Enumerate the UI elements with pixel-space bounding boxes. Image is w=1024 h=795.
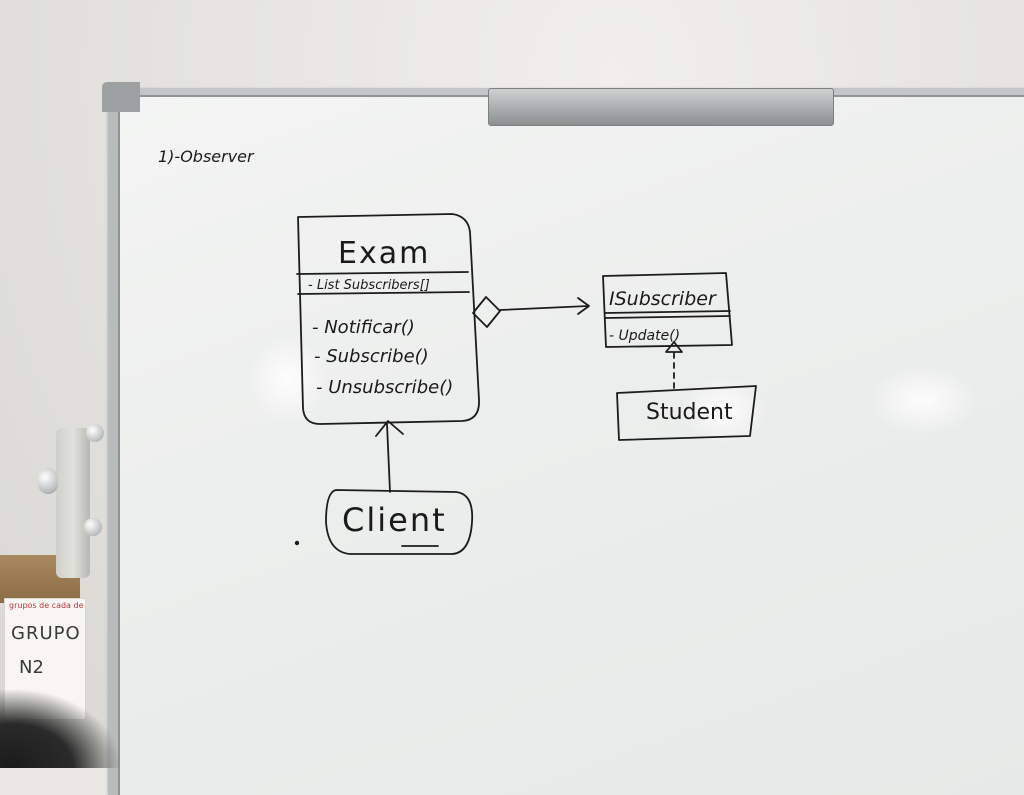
paper-line-1: GRUPO [11,623,81,644]
divider-line [296,271,469,275]
mount-bracket [56,428,90,578]
whiteboard [108,88,1024,795]
subscriber-interface-box [602,272,733,348]
mount-knob [84,518,102,536]
client-box [325,489,474,555]
interface-name: ISubscriber [609,288,717,310]
student-label: Student [646,400,733,425]
ink-dot [294,540,300,546]
light-glare [248,335,328,425]
diagram-heading: 1)-Observer [158,147,255,166]
paper-caption: grupos de cada de [9,601,84,610]
board-top-clip [488,88,834,126]
student-class-box [616,385,757,441]
arrow-head [375,420,404,437]
light-glare [868,365,978,435]
divider-line [297,291,470,295]
mount-knob [86,424,104,442]
exam-class-name: Exam [338,236,430,271]
diagram-ink: 1)-Observer Exam - List Subscribers[] - … [158,147,757,555]
mount-knob [38,468,58,494]
exam-attribute: - List Subscribers[] [308,278,430,293]
exam-method-unsubscribe: - Unsubscribe() [316,377,453,398]
interface-method: - Update() [609,328,680,344]
aggregation-diamond [472,296,501,328]
divider-line [604,315,731,319]
exam-method-subscribe: - Subscribe() [314,346,429,367]
exam-method-notificar: - Notificar() [312,317,415,338]
divider-line [604,310,731,314]
realization-triangle [665,341,683,353]
client-label: Client [342,501,447,539]
board-frame-corner [102,82,140,112]
exam-class-box [297,213,480,425]
paper-line-2: N2 [19,657,44,678]
association-line [499,305,589,311]
arrow-head [577,297,590,315]
foreground-shadow [0,690,120,768]
client-dependency-line [386,423,391,493]
